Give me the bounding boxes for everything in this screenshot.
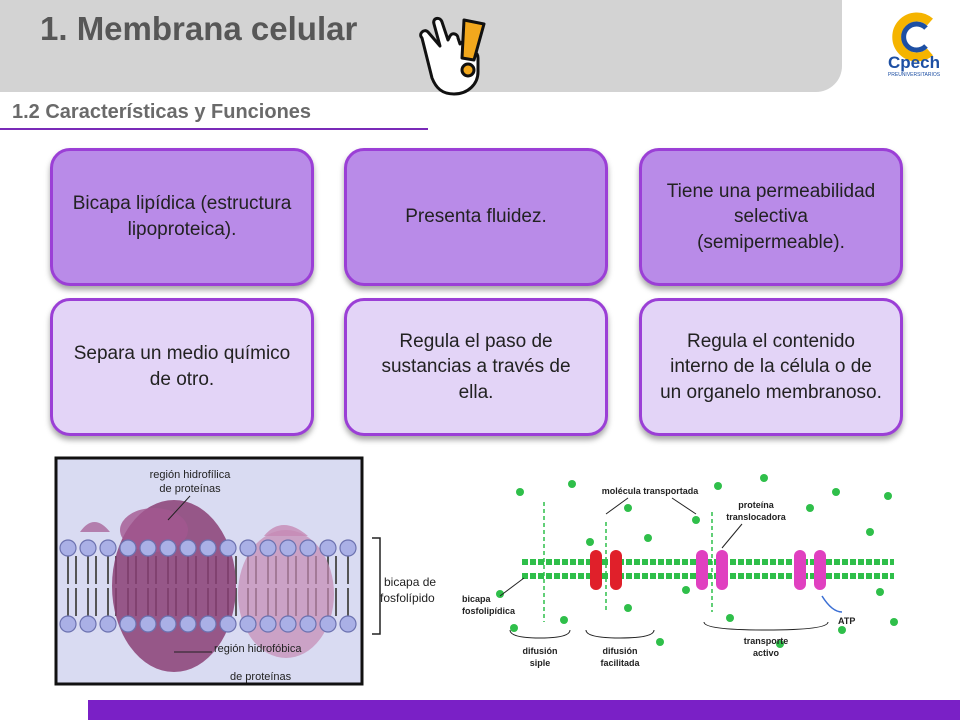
carrier-proteins-pink: [696, 550, 826, 590]
label-difusion-simple-2: siple: [530, 658, 551, 668]
page-title: 1. Membrana celular: [40, 10, 358, 47]
label-bilayer-2: fosfolípido: [380, 591, 435, 605]
page-subtitle: 1.2 Características y Funciones: [12, 101, 312, 123]
label-difusion-facilitada-2: facilitada: [600, 658, 640, 668]
svg-text:Cpech: Cpech: [888, 53, 940, 72]
cpech-logo: Cpech PREUNIVERSITARIOS: [888, 12, 941, 78]
phospholipid-heads: [59, 539, 357, 633]
card-regula-contenido: Regula el contenido interno de la célula…: [639, 298, 903, 436]
transported-molecules: [496, 474, 898, 648]
label-proteina-1: proteína: [738, 500, 774, 510]
label-transporte-1: transporte: [744, 636, 789, 646]
title-bar: [0, 0, 842, 92]
label-difusion-simple-1: difusión: [523, 646, 558, 656]
label-transporte-2: activo: [753, 648, 780, 658]
label-bicapa-2: fosfolipídica: [462, 606, 516, 616]
label-atp: ATP: [838, 616, 855, 626]
label-bilayer-1: bicapa de: [384, 575, 436, 589]
membrane-transport-figure: molécula transportada proteína transloca…: [462, 474, 898, 668]
pointing-hand-icon: [419, 16, 486, 96]
card-separa: Separa un medio químico de otro.: [50, 298, 314, 436]
label-hydrophilic-1: región hidrofílica: [150, 469, 232, 481]
membrane-protein-figure: región hidrofílica de proteínas bicapa d…: [54, 456, 436, 686]
card-bicapa: Bicapa lipídica (estructura lipoproteica…: [50, 148, 314, 286]
channel-protein-red: [590, 550, 622, 590]
label-proteina-2: translocadora: [726, 512, 787, 522]
label-hydrophobic-2: de proteínas: [230, 671, 292, 683]
card-fluidez: Presenta fluidez.: [344, 148, 608, 286]
label-hydrophilic-2: de proteínas: [159, 483, 221, 495]
card-permeabilidad: Tiene una permeabilidad selectiva (semip…: [639, 148, 903, 286]
label-molecula: molécula transportada: [602, 486, 700, 496]
label-bicapa-1: bicapa: [462, 594, 492, 604]
subtitle-underline: [0, 128, 428, 130]
svg-text:PREUNIVERSITARIOS: PREUNIVERSITARIOS: [888, 72, 941, 78]
footer-bar: [88, 700, 960, 720]
label-hydrophobic-1: región hidrofóbica: [214, 643, 302, 655]
card-regula-paso: Regula el paso de sustancias a través de…: [344, 298, 608, 436]
label-difusion-facilitada-1: difusión: [603, 646, 638, 656]
